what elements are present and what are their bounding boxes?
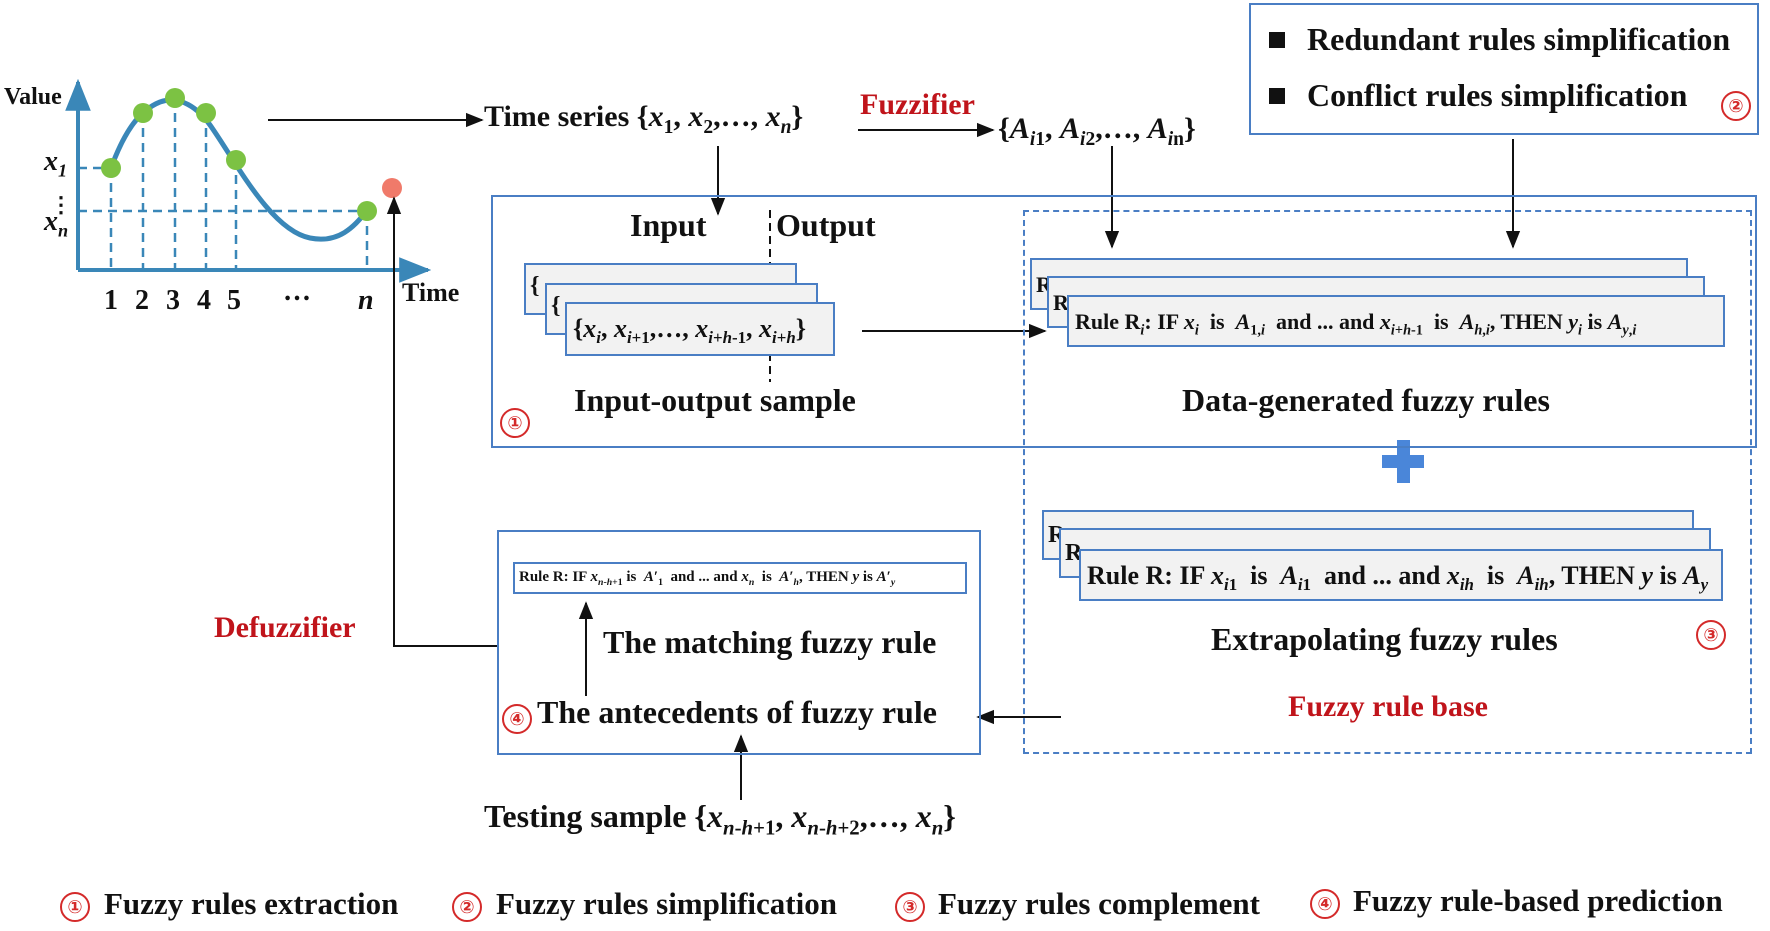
x-tick: … xyxy=(283,276,311,307)
antecedents-label: The antecedents of fuzzy rule xyxy=(537,694,937,730)
legend-label: Fuzzy rules complement xyxy=(938,886,1260,921)
simplification-box: Redundant rules simplification Conflict … xyxy=(1249,3,1759,135)
testing-sample-label: Testing sample {xn-h+1, xn-h+2,…, xn} xyxy=(484,798,956,840)
output-label: Output xyxy=(776,207,876,243)
x-tick: 5 xyxy=(227,285,241,316)
point-3 xyxy=(165,88,185,108)
x-tick: 1 xyxy=(104,285,118,316)
time-axis-label: Time xyxy=(402,278,460,307)
sample-card-front: {xi, xi+1,…, xi+h-1, xi+h} xyxy=(565,302,835,356)
predicted-point xyxy=(382,178,402,198)
defuzzifier-label: Defuzzifier xyxy=(214,611,356,644)
series-points xyxy=(101,88,402,221)
prediction-box: Rule R: IF xn-h+1 is A′1 and ... and xn … xyxy=(497,530,981,755)
rule-card-front: Rule Ri: IF xi is A1,i and ... and xi+h-… xyxy=(1067,295,1725,347)
fuzzifier-label: Fuzzifier xyxy=(860,88,975,121)
bullet-square-icon xyxy=(1269,31,1285,48)
legend-marker: ④ xyxy=(1310,889,1340,919)
point-4 xyxy=(196,103,216,123)
marker-1: ① xyxy=(500,408,530,438)
x-tick: n xyxy=(358,285,374,316)
y-tick-x1: x1 xyxy=(44,146,68,181)
fuzzy-rule-base-label: Fuzzy rule base xyxy=(1288,690,1488,723)
fuzzy-rule-base-box xyxy=(1023,210,1752,754)
legend-marker: ③ xyxy=(895,892,925,922)
redundant-rules-item: Redundant rules simplification xyxy=(1269,21,1730,58)
marker-2: ② xyxy=(1721,91,1751,121)
point-2 xyxy=(133,103,153,123)
x-tick: 3 xyxy=(166,285,180,316)
matching-rule-text: Rule R: IF xn-h+1 is A′1 and ... and xn … xyxy=(519,569,896,588)
legend-marker: ② xyxy=(452,892,482,922)
time-series-chart: ⋮ xyxy=(50,78,432,283)
point-n xyxy=(357,201,377,221)
x-tick: 4 xyxy=(197,285,211,316)
plus-icon xyxy=(1382,440,1424,483)
fuzzifier-output: {Ai1, Ai2,…, Ain} xyxy=(998,112,1196,150)
x-tick: 2 xyxy=(135,285,149,316)
sample-caption: Input-output sample xyxy=(574,382,856,418)
value-axis-label: Value xyxy=(4,84,62,110)
time-series-label: Time series {x1, x2,…, xn} xyxy=(484,100,804,138)
point-5 xyxy=(226,150,246,170)
marker-4: ④ xyxy=(502,704,532,734)
legend-label: Fuzzy rules extraction xyxy=(104,886,399,921)
data-generated-rule-text: Rule Ri: IF xi is A1,i and ... and xi+h-… xyxy=(1075,309,1637,339)
bullet-square-icon xyxy=(1269,87,1285,104)
extrapolating-card-front: Rule R: IF xi1 is Ai1 and ... and xih is… xyxy=(1079,549,1723,601)
dashed-guides xyxy=(78,98,369,270)
marker-3: ③ xyxy=(1696,620,1726,650)
conflict-rules-item: Conflict rules simplification xyxy=(1269,77,1687,114)
extrapolating-rule-text: Rule R: IF xi1 is Ai1 and ... and xih is… xyxy=(1087,561,1709,595)
legend-label: Fuzzy rules simplification xyxy=(496,886,837,921)
sample-text: {xi, xi+1,…, xi+h-1, xi+h} xyxy=(573,314,807,348)
extrapolating-caption: Extrapolating fuzzy rules xyxy=(1211,621,1558,657)
matching-rule-card: Rule R: IF xn-h+1 is A′1 and ... and xn … xyxy=(513,562,967,594)
point-1 xyxy=(101,158,121,178)
legend-marker: ① xyxy=(60,892,90,922)
extraction-box xyxy=(491,195,1757,448)
matching-caption: The matching fuzzy rule xyxy=(603,624,937,660)
legend-label: Fuzzy rule-based prediction xyxy=(1353,883,1723,918)
input-label: Input xyxy=(630,207,707,243)
data-generated-caption: Data-generated fuzzy rules xyxy=(1182,382,1550,418)
y-tick-xn: xn xyxy=(44,206,69,241)
svg-text:⋮: ⋮ xyxy=(50,192,72,217)
